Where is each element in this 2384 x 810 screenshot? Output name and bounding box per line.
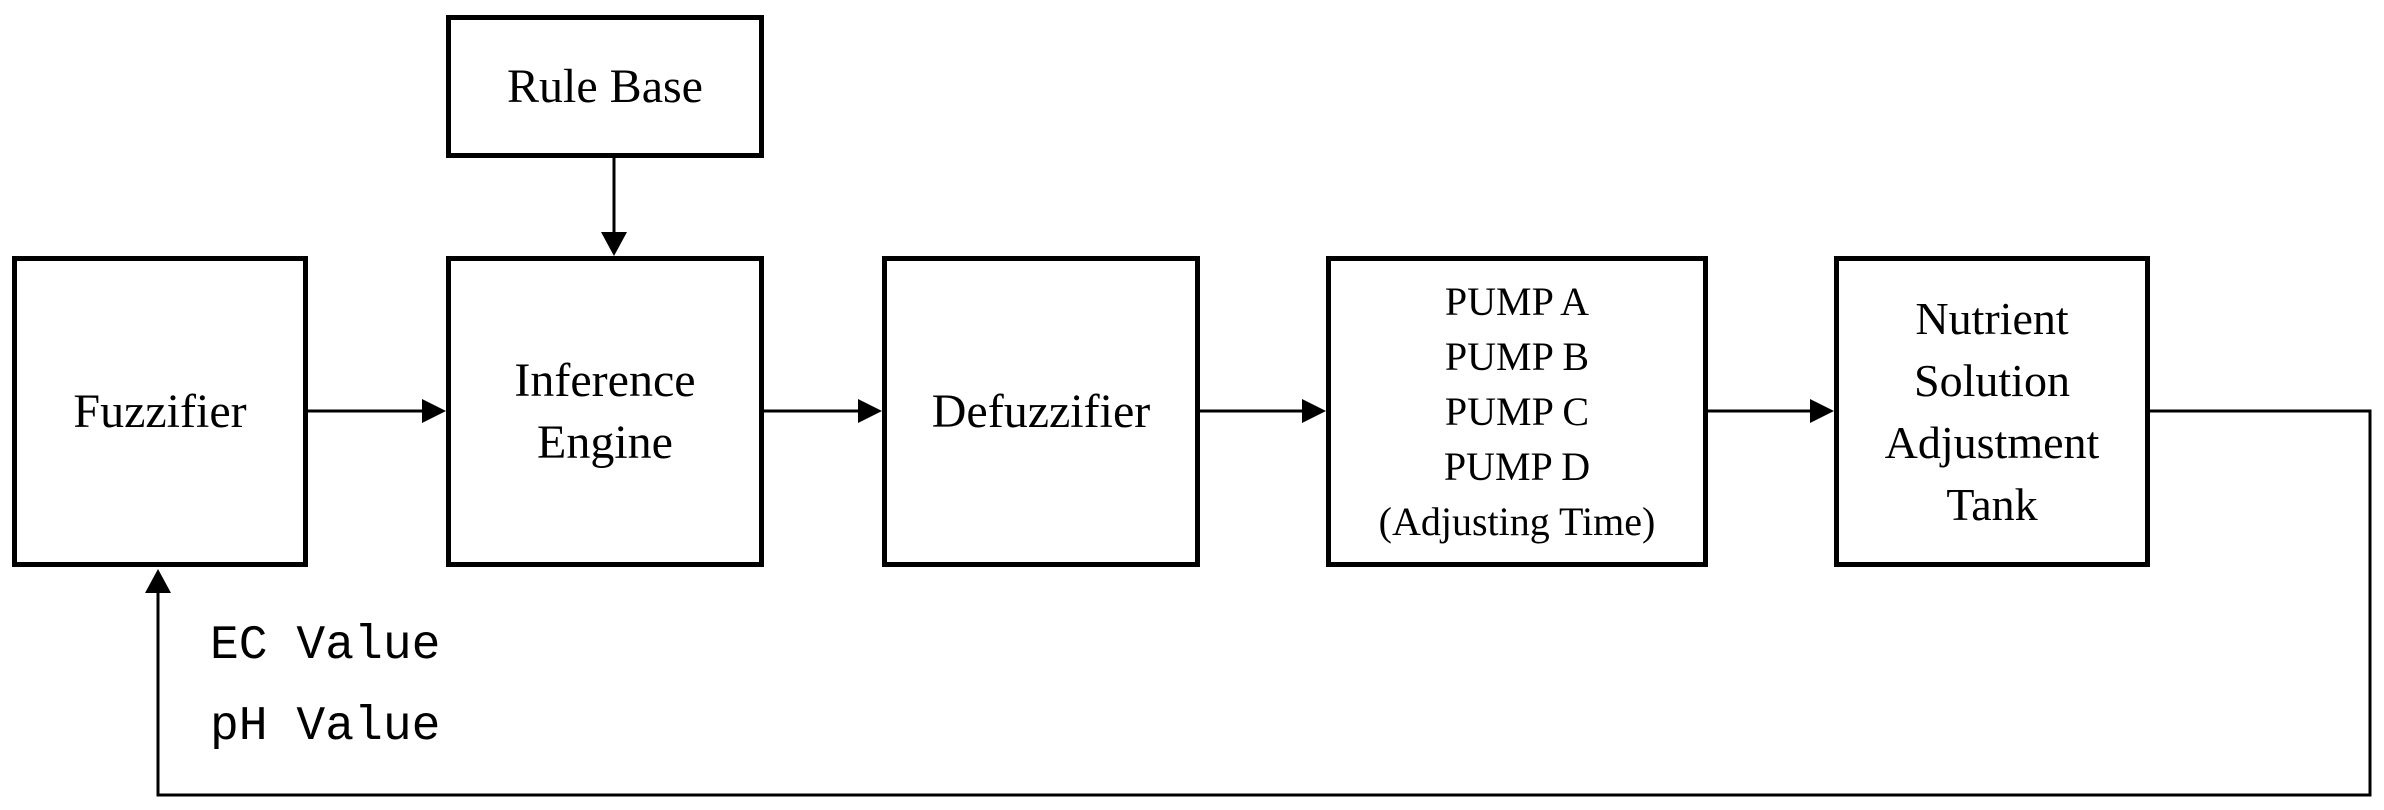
rule-base-block: Rule Base <box>446 15 764 158</box>
pump-b-label: PUMP B <box>1444 334 1590 379</box>
fuzzifier-label: Fuzzifier <box>73 384 247 438</box>
arrowhead-right <box>1810 399 1834 423</box>
feedback-line <box>156 409 2372 797</box>
inference-engine-line-1: Inference <box>514 353 696 407</box>
ec-value-label: EC Value <box>210 619 441 673</box>
tank-line-3: Adjustment <box>1884 416 2100 468</box>
nutrient-tank-block: Nutrient Solution Adjustment Tank <box>1834 256 2150 567</box>
fuzzifier-block: Fuzzifier <box>12 256 308 567</box>
tank-line-1: Nutrient <box>1915 292 2069 344</box>
adjusting-time-label: (Adjusting Time) <box>1378 499 1656 544</box>
pumps-block: PUMP A PUMP B PUMP C PUMP D (Adjusting T… <box>1326 256 1708 567</box>
arrowhead-right <box>422 399 446 423</box>
rule-base-label: Rule Base <box>507 59 703 113</box>
arrowhead-right <box>858 399 882 423</box>
pump-c-label: PUMP C <box>1444 389 1590 434</box>
pump-d-label: PUMP D <box>1443 444 1591 489</box>
tank-line-2: Solution <box>1914 354 2070 406</box>
ph-value-label: pH Value <box>210 700 441 754</box>
tank-line-4: Tank <box>1946 478 2038 530</box>
arrowhead-up <box>145 569 171 593</box>
arrowhead-right <box>1302 399 1326 423</box>
pump-a-label: PUMP A <box>1444 279 1590 324</box>
defuzzifier-label: Defuzzifier <box>931 384 1151 438</box>
inference-engine-line-2: Engine <box>537 415 673 469</box>
defuzzifier-block: Defuzzifier <box>882 256 1200 567</box>
arrowhead-down <box>601 232 627 256</box>
inference-engine-block: Inference Engine <box>446 256 764 567</box>
